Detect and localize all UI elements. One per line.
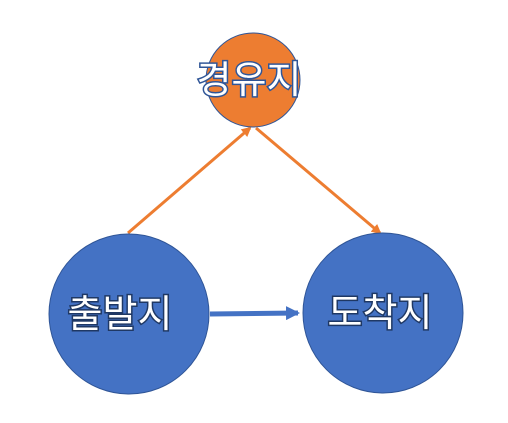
- edge-origin-to-destination: [209, 306, 300, 321]
- edge-origin-to-waypoint: [127, 126, 252, 235]
- destination-label: 도착지: [328, 291, 433, 335]
- waypoint-node: [205, 32, 301, 128]
- destination-node: [302, 232, 464, 394]
- origin-label: 출발지: [68, 292, 173, 336]
- waypoint-label: 경유지: [197, 58, 302, 102]
- origin-node: [48, 233, 210, 395]
- edge-waypoint-to-destination: [255, 126, 382, 235]
